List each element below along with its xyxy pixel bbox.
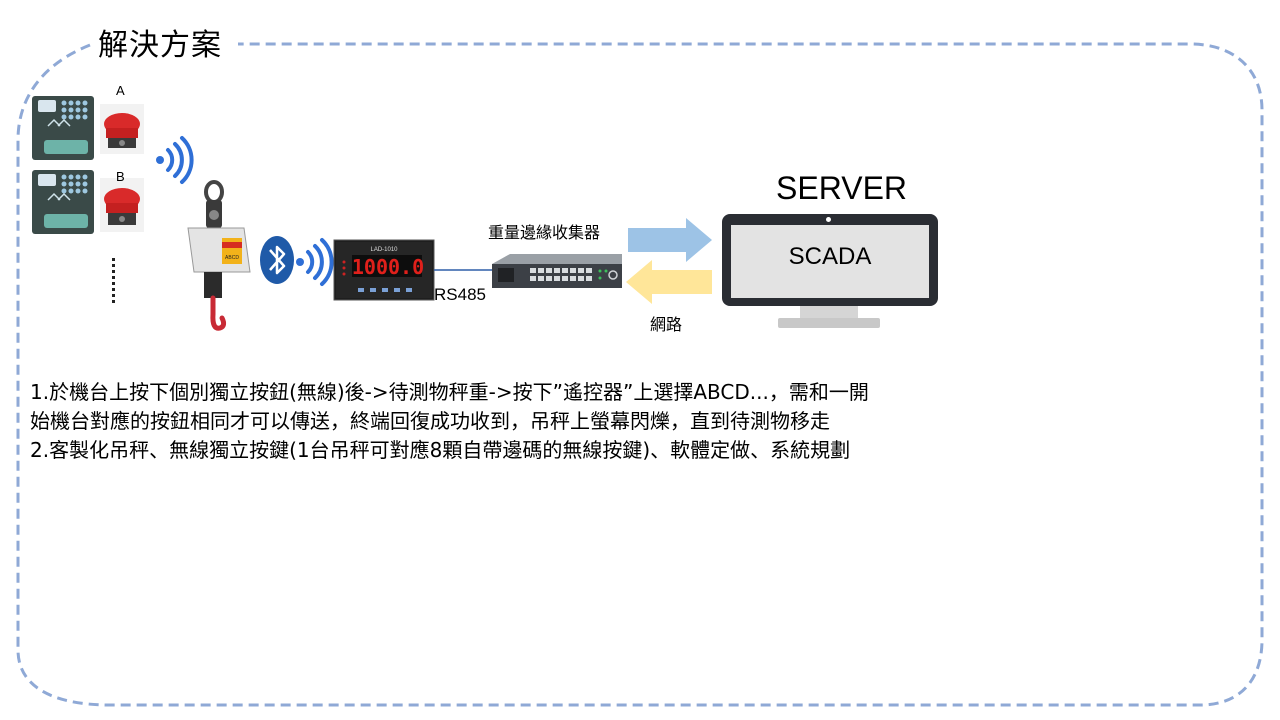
network-label: 網路 <box>650 315 683 334</box>
description-line-3: 2.客製化吊秤、無線獨立按鍵(1台吊秤可對應8顆自帶邊碼的無線按鍵)、軟體定做、… <box>30 438 851 462</box>
description-text: 1.於機台上按下個別獨立按鈕(無線)後->待測物秤重->按下”遙控器”上選擇AB… <box>30 378 1090 465</box>
machine-a-icon <box>32 96 94 160</box>
wifi-signal-icon <box>156 136 194 184</box>
more-devices-ellipsis <box>112 258 116 306</box>
monitor-screen: SCADA <box>731 225 929 298</box>
wifi-signal-2-icon <box>296 238 334 286</box>
upload-arrow-icon <box>628 218 712 262</box>
indicator-reading: 1000.0 <box>352 255 424 279</box>
weighing-indicator-icon: LAD-1010 1000.0 <box>333 239 435 301</box>
machine-b-icon <box>32 170 94 234</box>
bluetooth-icon <box>260 236 294 284</box>
monitor-camera-dot <box>826 217 831 222</box>
crane-scale-display: ABCD <box>225 255 239 261</box>
indicator-model-label: LAD-1010 <box>370 247 398 253</box>
button-a-label: A <box>116 83 125 98</box>
button-b-label: B <box>116 169 125 184</box>
description-line-2: 始機台對應的按鈕相同才可以傳送，終端回復成功收到，吊秤上螢幕閃爍，直到待測物移走 <box>30 409 830 433</box>
collector-label: 重量邊緣收集器 <box>488 223 601 242</box>
wireless-button-b-icon <box>100 178 144 232</box>
scada-label: SCADA <box>788 243 872 270</box>
rs485-label: RS485 <box>434 285 486 304</box>
crane-scale-icon: ABCD <box>187 180 251 331</box>
server-title: SERVER <box>776 170 908 206</box>
description-line-1: 1.於機台上按下個別獨立按鈕(無線)後->待測物秤重->按下”遙控器”上選擇AB… <box>30 380 869 404</box>
monitor-stand-neck <box>800 306 858 318</box>
edge-collector-switch-icon <box>492 254 622 288</box>
server-monitor-icon: SCADA <box>722 214 938 306</box>
dashed-frame <box>16 42 1264 707</box>
monitor-stand-base <box>778 318 880 328</box>
section-title: 解決方案 <box>94 20 226 64</box>
wireless-button-a-icon <box>100 104 144 154</box>
download-arrow-icon <box>626 260 712 304</box>
